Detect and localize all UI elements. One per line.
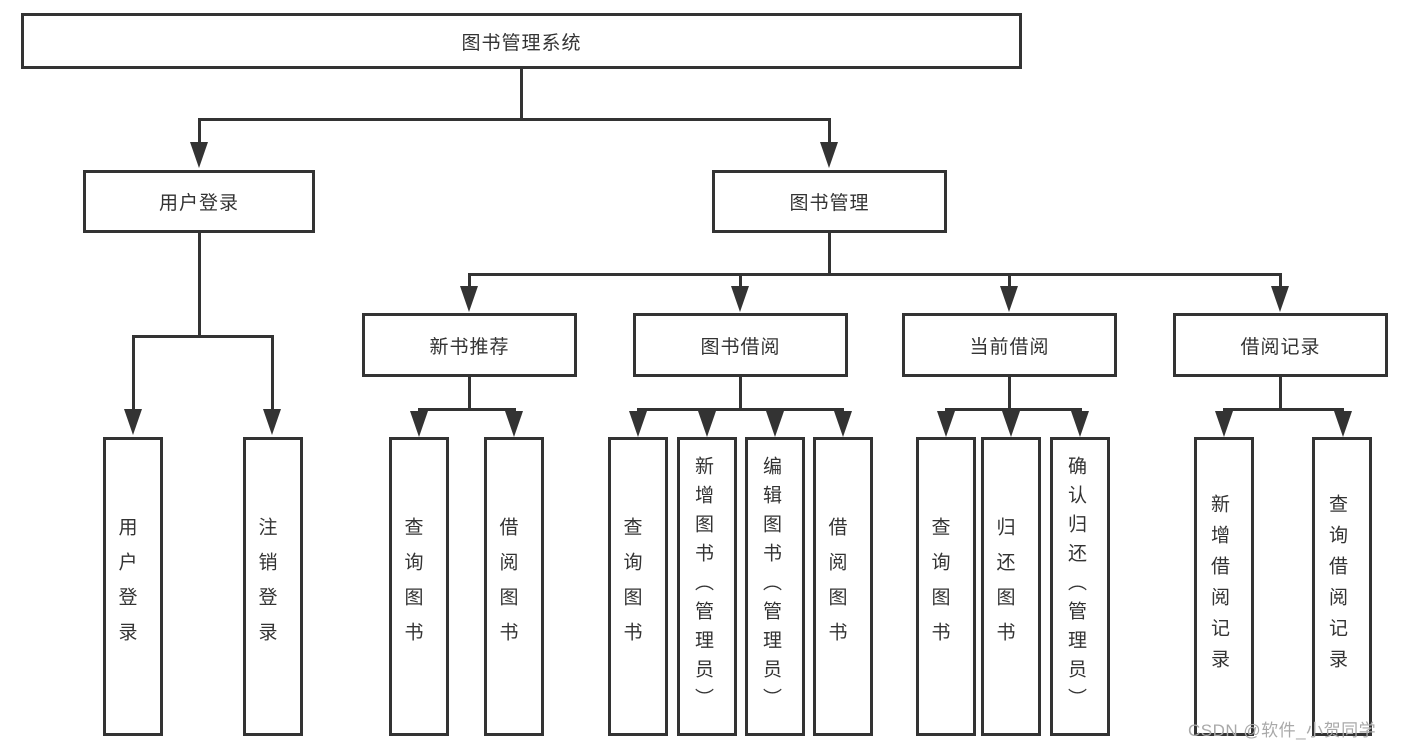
leaf-query-borrow-record: 查询借阅记录 [1312,437,1372,736]
arrow-down-icon [766,411,784,437]
arrow-down-icon [1071,411,1089,437]
arrow-down-icon [937,411,955,437]
leaf-add-books-admin: 新增图书（管理员） [677,437,737,736]
arrow-down-icon [1215,411,1233,437]
leaf-edit-books-admin: 编辑图书（管理员） [745,437,805,736]
leaf-return-books: 归还图书 [981,437,1041,736]
node-user-login-label: 用户登录 [158,193,239,214]
leaf-borrow-books-recommend-label: 借阅图书 [496,516,518,657]
connector-line [637,408,844,411]
connector-line [1279,273,1282,286]
leaf-user-login: 用户登录 [103,437,163,736]
arrow-down-icon [460,286,478,312]
connector-line [132,335,135,409]
node-root-label: 图书管理系统 [461,32,582,54]
connector-line [198,118,831,121]
arrow-down-icon [1002,411,1020,437]
arrow-down-icon [505,411,523,437]
connector-line [520,69,523,118]
connector-line [198,233,201,335]
csdn-watermark: CSDN @软件_小贺同学 [1188,721,1377,740]
node-root: 图书管理系统 [21,13,1022,69]
leaf-borrow-books-recommend: 借阅图书 [484,437,544,736]
leaf-query-borrow-record-label: 查询借阅记录 [1326,493,1347,680]
leaf-edit-books-admin-label: 编辑图书（管理员） [760,456,781,717]
arrow-down-icon [1334,411,1352,437]
leaf-query-books-borrow-label: 查询图书 [620,516,642,657]
connector-line [198,118,201,142]
node-new-book-recommend: 新书推荐 [362,313,577,377]
node-new-book-recommend-label: 新书推荐 [429,336,510,358]
leaf-return-books-label: 归还图书 [993,516,1015,657]
connector-line [132,335,274,338]
leaf-query-books-current: 查询图书 [916,437,976,736]
arrow-down-icon [698,411,716,437]
connector-line [1279,377,1282,408]
arrow-down-icon [731,286,749,312]
connector-line [418,408,516,411]
connector-line [1008,273,1011,286]
leaf-logout-login: 注销登录 [243,437,303,736]
leaf-confirm-return-admin-label: 确认归还（管理员） [1065,456,1086,717]
connector-line [271,335,274,409]
arrow-down-icon [190,142,208,168]
connector-line [828,118,831,142]
connector-line [468,273,1281,276]
leaf-add-borrow-record: 新增借阅记录 [1194,437,1254,736]
connector-line [468,377,471,408]
node-user-login: 用户登录 [83,170,315,233]
connector-line [468,273,471,286]
node-book-management: 图书管理 [712,170,947,233]
connector-line [739,377,742,408]
leaf-user-login-label: 用户登录 [115,516,137,657]
leaf-query-books-recommend-label: 查询图书 [401,516,423,657]
node-book-management-label: 图书管理 [789,193,870,214]
arrow-down-icon [263,409,281,435]
leaf-query-books-borrow: 查询图书 [608,437,668,736]
node-borrow-record: 借阅记录 [1173,313,1388,377]
leaf-borrow-books-label: 借阅图书 [825,516,847,657]
connector-line [828,233,831,273]
node-current-borrow-label: 当前借阅 [969,336,1050,358]
arrow-down-icon [629,411,647,437]
connector-line [945,408,1082,411]
arrow-down-icon [124,409,142,435]
leaf-query-books-current-label: 查询图书 [928,516,950,657]
connector-line [1223,408,1344,411]
node-book-borrow-label: 图书借阅 [700,336,781,358]
leaf-confirm-return-admin: 确认归还（管理员） [1050,437,1110,736]
connector-line [739,273,742,286]
node-current-borrow: 当前借阅 [902,313,1117,377]
leaf-add-books-admin-label: 新增图书（管理员） [692,456,713,717]
arrow-down-icon [834,411,852,437]
arrow-down-icon [410,411,428,437]
arrow-down-icon [820,142,838,168]
connector-line [1008,377,1011,408]
leaf-add-borrow-record-label: 新增借阅记录 [1208,493,1229,680]
arrow-down-icon [1271,286,1289,312]
leaf-borrow-books: 借阅图书 [813,437,873,736]
leaf-query-books-recommend: 查询图书 [389,437,449,736]
leaf-logout-login-label: 注销登录 [255,516,277,657]
node-borrow-record-label: 借阅记录 [1240,336,1321,358]
arrow-down-icon [1000,286,1018,312]
node-book-borrow: 图书借阅 [633,313,848,377]
